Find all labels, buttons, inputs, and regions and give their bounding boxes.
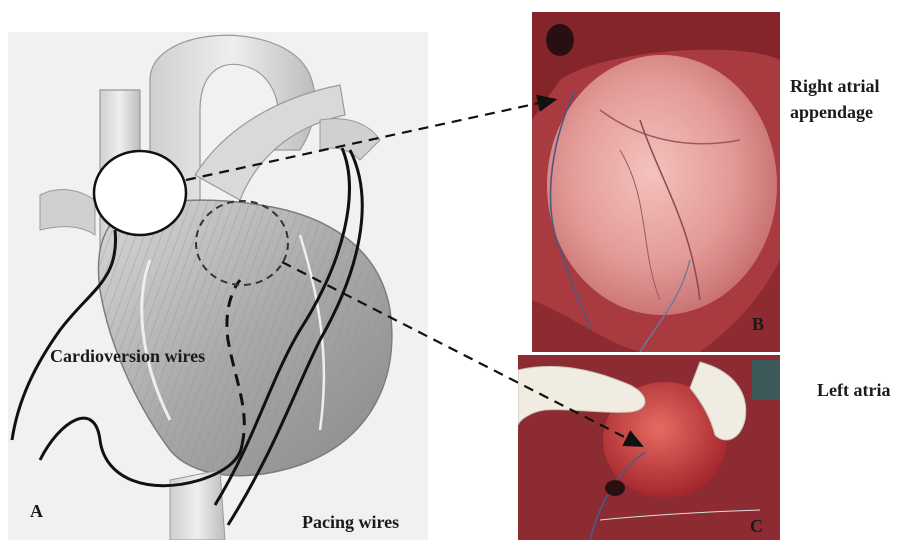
- exposed-heart: [547, 55, 777, 315]
- pacing-wires-label: Pacing wires: [302, 512, 399, 532]
- right-atrial-label-line1: Right atrial: [790, 76, 880, 96]
- panel-a: Cardioversion wires Pacing wires A: [8, 32, 428, 540]
- panel-a-letter: A: [30, 501, 43, 521]
- tissue-shadow: [605, 480, 625, 496]
- cardioversion-wires-label: Cardioversion wires: [50, 346, 205, 366]
- panel-b-letter: B: [752, 314, 764, 334]
- right-atrial-marker: [94, 151, 186, 235]
- panel-b: B: [532, 12, 780, 352]
- left-atria-label: Left atria: [817, 380, 890, 400]
- right-atrial-label-line2: appendage: [790, 102, 873, 122]
- panel-c-letter: C: [750, 516, 763, 536]
- retractor: [752, 360, 780, 400]
- tissue-shadow: [546, 24, 574, 56]
- panel-c: C: [518, 355, 780, 540]
